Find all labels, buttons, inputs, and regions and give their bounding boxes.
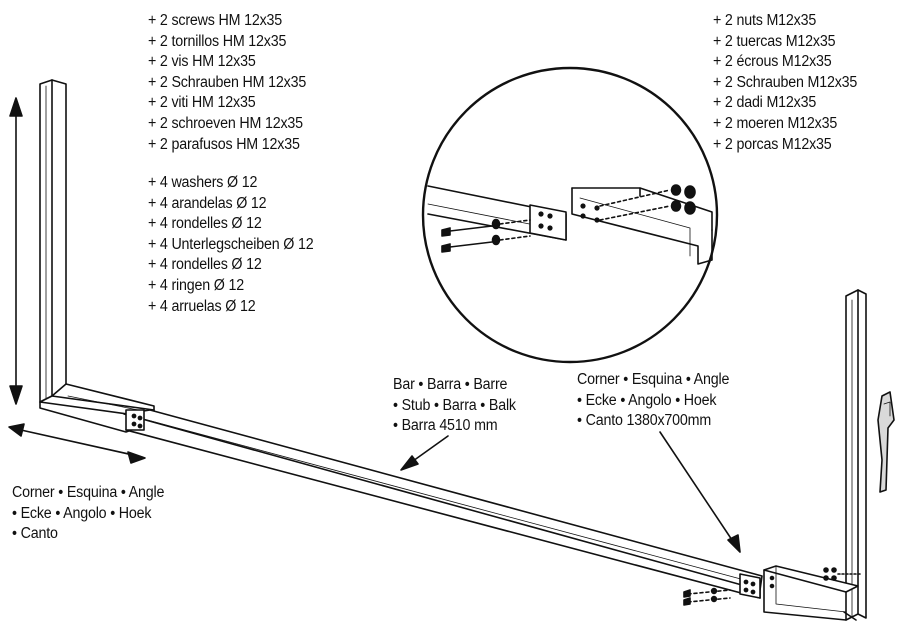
- right-corner-label-line: • Canto 1380x700mm: [577, 412, 712, 430]
- bar-label-line: • Barra 4510 mm: [393, 417, 498, 435]
- nuts-line: + 2 nuts M12x35: [713, 12, 817, 29]
- nuts-line: + 2 dadi M12x35: [713, 94, 817, 112]
- left-corner-label-line: • Canto: [12, 525, 58, 543]
- washers-line: + 4 washers Ø 12: [148, 174, 258, 191]
- bar-piece: [123, 409, 763, 599]
- washers-line: + 4 rondelles Ø 12: [148, 256, 262, 274]
- washers-line: + 4 arruelas Ø 12: [148, 297, 256, 315]
- nuts-list: + 2 nuts M12x35 + 2 tuercas M12x35 + 2 é…: [713, 11, 857, 155]
- washers-line: + 4 arandelas Ø 12: [148, 194, 267, 212]
- screws-line: + 2 screws HM 12x35: [148, 12, 283, 29]
- nuts-line: + 2 porcas M12x35: [713, 135, 832, 153]
- bottom-joint-bolts: [683, 587, 731, 606]
- left-corner-piece: [39, 79, 155, 433]
- detail-magnifier: [421, 66, 719, 364]
- nuts-line: + 2 tuercas M12x35: [713, 32, 836, 50]
- bar-label-line: • Stub • Barra • Balk: [393, 396, 516, 414]
- screws-line: + 2 vis HM 12x35: [148, 53, 256, 71]
- bar-label-line: Bar • Barra • Barre: [393, 376, 508, 393]
- nuts-line: + 2 moeren M12x35: [713, 114, 838, 132]
- washers-line: + 4 rondelles Ø 12: [148, 215, 262, 233]
- left-corner-label-line: Corner • Esquina • Angle: [12, 484, 165, 501]
- right-corner-label-line: Corner • Esquina • Angle: [577, 371, 730, 388]
- width-dimension-arrow: [8, 423, 146, 464]
- screws-line: + 2 schroeven HM 12x35: [148, 114, 303, 132]
- screws-line: + 2 tornillos HM 12x35: [148, 32, 287, 50]
- right-corner-label: Corner • Esquina • Angle • Ecke • Angolo…: [577, 370, 729, 432]
- side-bracket: [877, 391, 895, 493]
- right-corner-piece: [763, 289, 867, 621]
- screws-line: + 2 parafusos HM 12x35: [148, 135, 300, 153]
- nuts-line: + 2 écrous M12x35: [713, 53, 832, 71]
- corner-pointer-arrow: [659, 431, 741, 553]
- washers-list: + 4 washers Ø 12 + 4 arandelas Ø 12 + 4 …: [148, 173, 314, 317]
- right-corner-label-line: • Ecke • Angolo • Hoek: [577, 391, 717, 409]
- nuts-line: + 2 Schrauben M12x35: [713, 73, 858, 91]
- bar-pointer-arrow: [400, 435, 449, 471]
- left-corner-label-line: • Ecke • Angolo • Hoek: [12, 504, 152, 522]
- bar-label: Bar • Barra • Barre • Stub • Barra • Bal…: [393, 375, 516, 437]
- screws-line: + 2 viti HM 12x35: [148, 94, 256, 112]
- screws-line: + 2 Schrauben HM 12x35: [148, 73, 307, 91]
- left-corner-label: Corner • Esquina • Angle • Ecke • Angolo…: [12, 483, 164, 545]
- height-dimension-arrow: [9, 97, 23, 405]
- washers-line: + 4 Unterlegscheiben Ø 12: [148, 235, 314, 253]
- screws-list: + 2 screws HM 12x35 + 2 tornillos HM 12x…: [148, 11, 306, 155]
- washers-line: + 4 ringen Ø 12: [148, 276, 244, 294]
